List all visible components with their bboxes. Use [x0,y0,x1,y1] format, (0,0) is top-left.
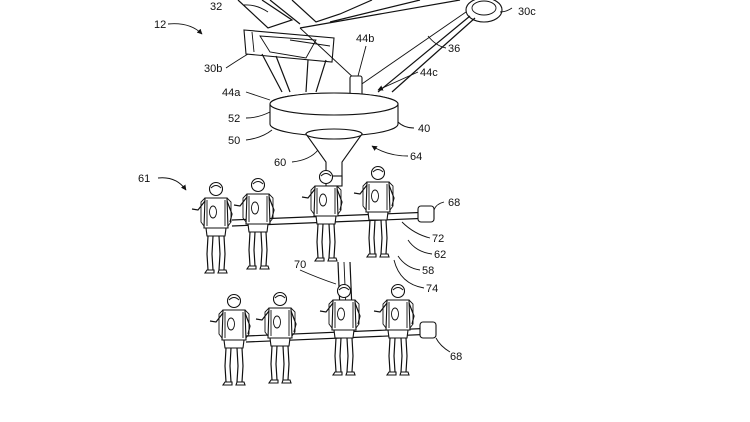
label-12: 12 [154,19,166,31]
label-60: 60 [274,157,286,169]
lower-rider-tier [209,283,437,386]
label-30c: 30c [518,6,536,18]
label-61: 61 [138,173,150,185]
label-64: 64 [410,151,422,163]
leader-lines [157,4,513,353]
label-68-top: 68 [448,197,460,209]
label-72: 72 [432,233,444,245]
label-44a: 44a [222,87,241,99]
label-58: 58 [422,265,434,277]
label-62: 62 [434,249,446,261]
reference-labels: 12 32 30c 44b 36 30b 44c 44a 52 40 50 60… [138,1,536,363]
label-44b: 44b [356,33,374,45]
label-40: 40 [418,123,430,135]
overhead-structure [237,0,503,181]
label-70: 70 [294,259,306,271]
label-52: 52 [228,113,240,125]
label-30b: 30b [204,63,222,75]
label-68-bottom: 68 [450,351,462,363]
upper-rider-tier [191,165,435,274]
label-32: 32 [210,1,222,13]
label-50: 50 [228,135,240,147]
label-44c: 44c [420,67,438,79]
label-36: 36 [448,43,460,55]
label-74: 74 [426,283,438,295]
